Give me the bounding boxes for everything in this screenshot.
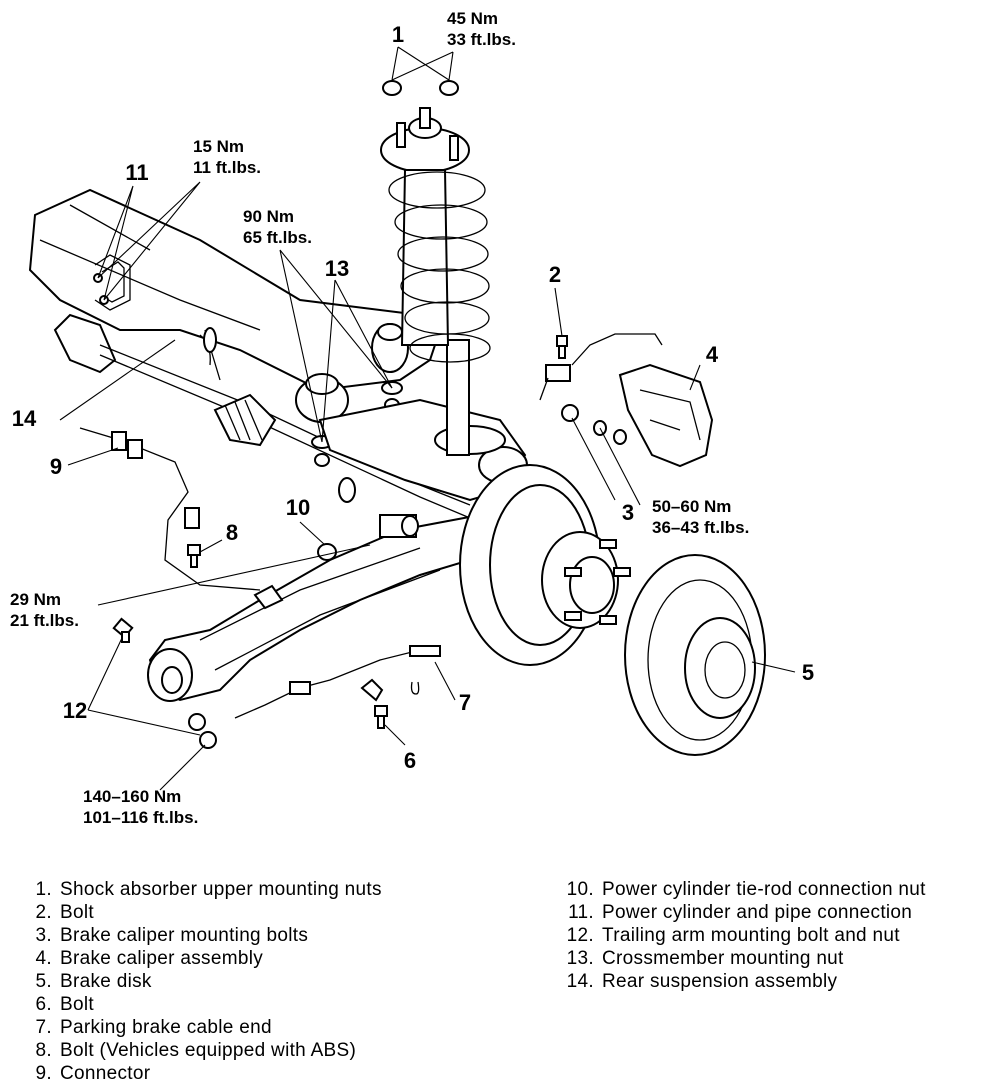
suspension-exploded-diagram: 1 2 3 4 5 6 7 8 9 10 11 12 13 14 45 Nm 3… bbox=[10, 9, 814, 827]
callout-3: 3 bbox=[622, 500, 634, 525]
legend-item: 14. Rear suspension assembly bbox=[560, 970, 1000, 993]
legend-text: Crossmember mounting nut bbox=[602, 948, 844, 969]
legend-item: 5. Brake disk bbox=[30, 970, 510, 993]
wheel-studs bbox=[564, 539, 631, 625]
legend-text: Trailing arm mounting bolt and nut bbox=[602, 925, 900, 946]
callout-1: 1 bbox=[392, 22, 404, 47]
legend-number: 9. bbox=[35, 1063, 52, 1084]
legend-number: 12. bbox=[566, 925, 594, 946]
callout-12: 12 bbox=[63, 698, 87, 723]
callout-11: 11 bbox=[125, 160, 148, 185]
parking-brake-cable bbox=[234, 645, 441, 719]
torque-crossmember-ftlbs: 65 ft.lbs. bbox=[243, 228, 312, 247]
legend-text: Shock absorber upper mounting nuts bbox=[60, 879, 382, 900]
legend-item: 11. Power cylinder and pipe connection bbox=[560, 901, 1000, 924]
bolt-8 bbox=[187, 544, 201, 568]
legend-item: 3. Brake caliper mounting bolts bbox=[30, 924, 510, 947]
callout-2: 2 bbox=[549, 262, 561, 287]
legend-left: 1. Shock absorber upper mounting nuts 2. B… bbox=[30, 878, 510, 1085]
legend-item: 1. Shock absorber upper mounting nuts bbox=[30, 878, 510, 901]
torque-tie-rod-ftlbs: 21 ft.lbs. bbox=[10, 611, 79, 630]
legend-item: 8. Bolt (Vehicles equipped with ABS) bbox=[30, 1039, 510, 1062]
legend-number: 13. bbox=[566, 948, 594, 969]
torque-specs: 45 Nm 33 ft.lbs. 15 Nm 11 ft.lbs. 90 Nm … bbox=[10, 9, 749, 827]
caliper-bolts bbox=[561, 404, 579, 422]
torque-tie-rod-nm: 29 Nm bbox=[10, 590, 61, 609]
callout-9: 9 bbox=[50, 454, 62, 479]
callout-14: 14 bbox=[12, 406, 37, 431]
tie-rod-nut bbox=[317, 543, 337, 561]
legend-text: Bolt bbox=[60, 994, 94, 1015]
crossmember-frame bbox=[28, 188, 442, 392]
power-cylinder bbox=[53, 313, 471, 519]
hub-assembly bbox=[459, 464, 631, 666]
brake-disk bbox=[624, 554, 766, 756]
legend-number: 8. bbox=[35, 1040, 52, 1061]
legend-text: Brake disk bbox=[60, 971, 152, 992]
torque-trailing-arm-nm: 140–160 Nm bbox=[83, 787, 181, 806]
torque-crossmember-nm: 90 Nm bbox=[243, 207, 294, 226]
legend-number: 10. bbox=[566, 879, 594, 900]
torque-caliper-nm: 50–60 Nm bbox=[652, 497, 731, 516]
coil-spring-shock bbox=[380, 107, 491, 456]
legend-item: 10. Power cylinder tie-rod connection nut bbox=[560, 878, 1000, 901]
torque-caliper-ftlbs: 36–43 ft.lbs. bbox=[652, 518, 749, 537]
trailing-arm-bolt bbox=[112, 617, 217, 749]
legend-text: Parking brake cable end bbox=[60, 1017, 272, 1038]
shock-upper-nuts bbox=[382, 80, 459, 96]
callout-10: 10 bbox=[286, 495, 310, 520]
legend-number: 1. bbox=[35, 879, 52, 900]
callout-8: 8 bbox=[226, 520, 238, 545]
legend-number: 2. bbox=[35, 902, 52, 923]
legend-item: 2. Bolt bbox=[30, 901, 510, 924]
torque-shock-nuts-nm: 45 Nm bbox=[447, 9, 498, 28]
torque-shock-nuts-ftlbs: 33 ft.lbs. bbox=[447, 30, 516, 49]
legend-number: 11. bbox=[568, 902, 594, 923]
legend-number: 3. bbox=[35, 925, 52, 946]
abs-sensor-wire bbox=[79, 427, 261, 591]
legend-item: 13. Crossmember mounting nut bbox=[560, 947, 1000, 970]
torque-trailing-arm-ftlbs: 101–116 ft.lbs. bbox=[83, 808, 198, 827]
legend-text: Brake caliper mounting bolts bbox=[60, 925, 309, 946]
legend-number: 6. bbox=[35, 994, 52, 1015]
legend-item: 4. Brake caliper assembly bbox=[30, 947, 510, 970]
legend-number: 14. bbox=[566, 971, 594, 992]
callout-7: 7 bbox=[459, 690, 471, 715]
legend-text: Bolt bbox=[60, 902, 94, 923]
brake-caliper bbox=[539, 333, 714, 468]
legend-item: 6. Bolt bbox=[30, 993, 510, 1016]
callout-6: 6 bbox=[404, 748, 416, 773]
legend-text: Connector bbox=[60, 1063, 151, 1084]
torque-pipe-nm: 15 Nm bbox=[193, 137, 244, 156]
torque-pipe-ftlbs: 11 ft.lbs. bbox=[193, 158, 261, 177]
bolt-6 bbox=[374, 705, 388, 729]
legend-text: Power cylinder tie-rod connection nut bbox=[602, 879, 926, 900]
legend-number: 4. bbox=[35, 948, 52, 969]
legend-text: Bolt (Vehicles equipped with ABS) bbox=[60, 1040, 357, 1061]
legend-item: 9. Connector bbox=[30, 1062, 510, 1085]
legend-number: 5. bbox=[35, 971, 52, 992]
legend-item: 7. Parking brake cable end bbox=[30, 1016, 510, 1039]
legend-right: 10. Power cylinder tie-rod connection nut… bbox=[560, 878, 1000, 993]
legend-number: 7. bbox=[35, 1017, 52, 1038]
legend-text: Rear suspension assembly bbox=[602, 971, 838, 992]
callout-13: 13 bbox=[325, 256, 349, 281]
bolt-2 bbox=[556, 335, 568, 359]
leader-lines bbox=[59, 46, 796, 791]
callout-numbers: 1 2 3 4 5 6 7 8 9 10 11 12 13 14 bbox=[12, 22, 814, 773]
legend-text: Brake caliper assembly bbox=[60, 948, 264, 969]
legend-text: Power cylinder and pipe connection bbox=[602, 902, 913, 923]
callout-4: 4 bbox=[706, 342, 719, 367]
callout-5: 5 bbox=[802, 660, 814, 685]
trailing-arm bbox=[147, 513, 502, 702]
legend-item: 12. Trailing arm mounting bolt and nut bbox=[560, 924, 1000, 947]
